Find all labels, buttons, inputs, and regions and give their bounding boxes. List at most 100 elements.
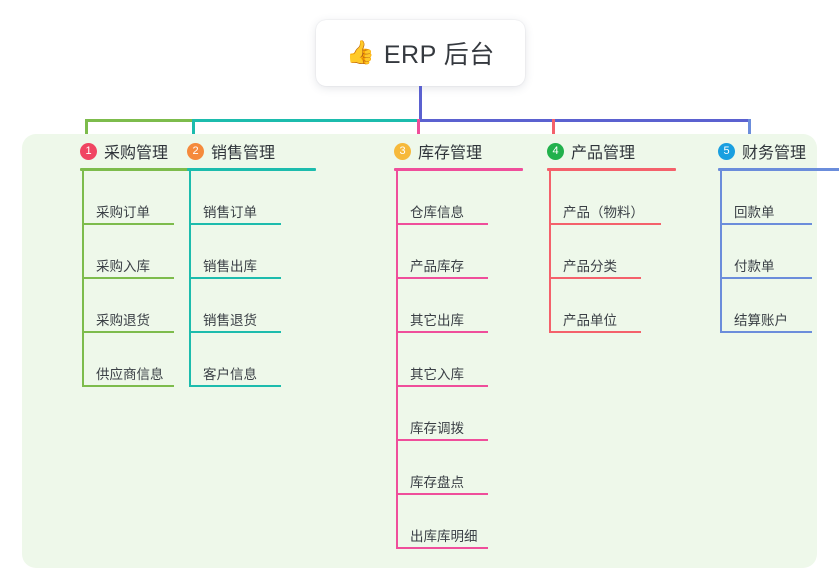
list-item-rule bbox=[82, 331, 174, 333]
column-badge: 1 bbox=[80, 142, 97, 160]
list-item-label: 仓库信息 bbox=[410, 205, 464, 220]
column-spine bbox=[396, 171, 398, 549]
list-item-rule bbox=[396, 223, 488, 225]
connector-bus-mid bbox=[192, 119, 418, 122]
list-item[interactable]: 其它出库 bbox=[396, 279, 538, 333]
connector-drop-5 bbox=[748, 119, 751, 147]
list-item-rule bbox=[189, 277, 281, 279]
list-item-rule bbox=[396, 439, 488, 441]
connector-trunk bbox=[419, 86, 422, 120]
column-header[interactable]: 3 库存管理 bbox=[378, 134, 538, 168]
root-title: ERP 后台 bbox=[383, 41, 495, 69]
column-rule bbox=[718, 168, 839, 171]
list-item-label: 采购订单 bbox=[96, 205, 150, 220]
thumbs-up-icon: 👍 bbox=[346, 38, 375, 65]
list-item[interactable]: 供应商信息 bbox=[82, 333, 224, 387]
list-item[interactable]: 销售订单 bbox=[189, 171, 331, 225]
list-item-rule bbox=[396, 331, 488, 333]
column-items: 产品（物料） 产品分类 产品单位 bbox=[549, 171, 701, 333]
list-item[interactable]: 产品库存 bbox=[396, 225, 538, 279]
list-item-label: 库存盘点 bbox=[410, 475, 464, 490]
column-spine bbox=[189, 171, 191, 387]
column-spine bbox=[720, 171, 722, 333]
list-item[interactable]: 客户信息 bbox=[189, 333, 331, 387]
column-badge: 5 bbox=[718, 142, 735, 160]
list-item-label: 销售退货 bbox=[203, 313, 257, 328]
root-node-card[interactable]: 👍 ERP 后台 bbox=[316, 20, 525, 86]
list-item[interactable]: 采购入库 bbox=[82, 225, 224, 279]
list-item-label: 付款单 bbox=[734, 259, 775, 274]
column-badge: 4 bbox=[547, 142, 564, 160]
list-item[interactable]: 付款单 bbox=[720, 225, 839, 279]
column-rule bbox=[547, 168, 676, 171]
list-item[interactable]: 库存调拨 bbox=[396, 387, 538, 441]
column-header[interactable]: 1 采购管理 bbox=[64, 134, 224, 168]
list-item[interactable]: 销售出库 bbox=[189, 225, 331, 279]
list-item[interactable]: 产品单位 bbox=[549, 279, 701, 333]
column-items: 仓库信息 产品库存 其它出库 其它入库 库存调拨 库存盘点 bbox=[396, 171, 538, 549]
column-rule bbox=[187, 168, 316, 171]
list-item[interactable]: 回款单 bbox=[720, 171, 839, 225]
list-item[interactable]: 产品（物料） bbox=[549, 171, 701, 225]
list-item-rule bbox=[189, 223, 281, 225]
column-spine bbox=[549, 171, 551, 333]
column-sales: 2 销售管理 销售订单 销售出库 销售退货 客户信息 bbox=[171, 134, 331, 387]
list-item-rule bbox=[82, 277, 174, 279]
list-item-label: 出库库明细 bbox=[410, 529, 478, 544]
column-rule bbox=[394, 168, 523, 171]
list-item[interactable]: 出库库明细 bbox=[396, 495, 538, 549]
list-item[interactable]: 采购订单 bbox=[82, 171, 224, 225]
list-item-label: 销售出库 bbox=[203, 259, 257, 274]
list-item-label: 销售订单 bbox=[203, 205, 257, 220]
connector-drop-2 bbox=[192, 119, 195, 147]
list-item-label: 产品（物料） bbox=[563, 205, 644, 220]
list-item[interactable]: 销售退货 bbox=[189, 279, 331, 333]
connector-bus-left bbox=[85, 119, 192, 122]
mindmap-panel: 1 采购管理 采购订单 采购入库 采购退货 供应商信息 bbox=[22, 134, 839, 568]
column-title: 销售管理 bbox=[211, 145, 276, 162]
list-item-rule bbox=[720, 277, 812, 279]
list-item-rule bbox=[549, 331, 641, 333]
column-title: 财务管理 bbox=[742, 145, 807, 162]
list-item[interactable]: 产品分类 bbox=[549, 225, 701, 279]
column-title: 产品管理 bbox=[571, 145, 636, 162]
list-item-label: 产品分类 bbox=[563, 259, 617, 274]
list-item-rule bbox=[82, 223, 174, 225]
column-product: 4 产品管理 产品（物料） 产品分类 产品单位 bbox=[531, 134, 701, 333]
list-item[interactable]: 采购退货 bbox=[82, 279, 224, 333]
list-item-rule bbox=[189, 385, 281, 387]
list-item-label: 结算账户 bbox=[734, 313, 788, 328]
list-item-rule bbox=[720, 223, 812, 225]
column-header[interactable]: 2 销售管理 bbox=[171, 134, 331, 168]
list-item-label: 回款单 bbox=[734, 205, 775, 220]
column-badge: 3 bbox=[394, 142, 411, 160]
column-items: 销售订单 销售出库 销售退货 客户信息 bbox=[189, 171, 331, 387]
column-rule bbox=[80, 168, 209, 171]
list-item-rule bbox=[549, 223, 661, 225]
column-title: 采购管理 bbox=[104, 145, 169, 162]
list-item[interactable]: 其它入库 bbox=[396, 333, 538, 387]
list-item-label: 其它入库 bbox=[410, 367, 464, 382]
column-inventory: 3 库存管理 仓库信息 产品库存 其它出库 其它入库 库存调拨 bbox=[378, 134, 538, 549]
connector-drop-3 bbox=[417, 119, 420, 147]
list-item-rule bbox=[396, 493, 488, 495]
list-item-label: 其它出库 bbox=[410, 313, 464, 328]
list-item-label: 产品单位 bbox=[563, 313, 617, 328]
column-items: 回款单 付款单 结算账户 bbox=[720, 171, 839, 333]
column-finance: 5 财务管理 回款单 付款单 结算账户 bbox=[702, 134, 839, 333]
list-item-rule bbox=[189, 331, 281, 333]
column-header[interactable]: 4 产品管理 bbox=[531, 134, 701, 168]
list-item[interactable]: 库存盘点 bbox=[396, 441, 538, 495]
list-item-label: 采购退货 bbox=[96, 313, 150, 328]
column-header[interactable]: 5 财务管理 bbox=[702, 134, 839, 168]
column-items: 采购订单 采购入库 采购退货 供应商信息 bbox=[82, 171, 224, 387]
list-item-rule bbox=[82, 385, 174, 387]
list-item-label: 供应商信息 bbox=[96, 367, 164, 382]
connector-drop-4 bbox=[552, 119, 555, 147]
list-item-rule bbox=[396, 277, 488, 279]
list-item-rule bbox=[396, 385, 488, 387]
list-item-label: 产品库存 bbox=[410, 259, 464, 274]
list-item[interactable]: 结算账户 bbox=[720, 279, 839, 333]
list-item-label: 客户信息 bbox=[203, 367, 257, 382]
list-item[interactable]: 仓库信息 bbox=[396, 171, 538, 225]
